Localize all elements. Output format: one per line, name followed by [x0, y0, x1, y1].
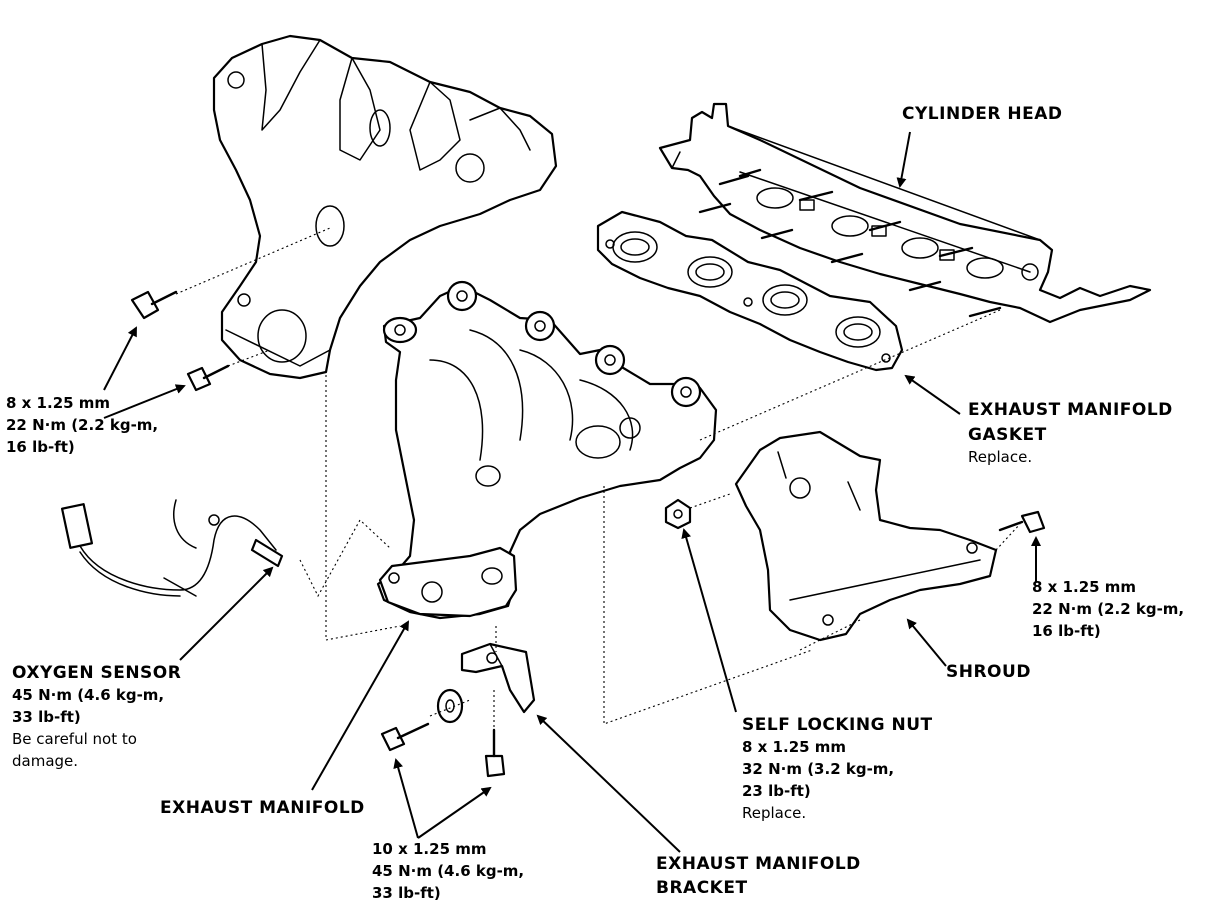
bracket-title-line-2: BRACKET	[656, 878, 748, 898]
shroud-label: SHROUD	[946, 662, 1031, 682]
self-locking-nut-torque-2: 23 lb-ft)	[742, 782, 811, 800]
oxygen-sensor-title: OXYGEN SENSOR	[12, 663, 182, 683]
self-locking-nut-torque-1: 32 N·m (3.2 kg-m,	[742, 760, 895, 778]
exhaust-manifold-gasket-part	[596, 210, 904, 372]
bracket-bolt-spec: 10 x 1.25 mm 45 N·m (4.6 kg-m, 33 lb-ft)	[372, 838, 524, 904]
gasket-note: Replace.	[968, 448, 1033, 466]
oxygen-sensor-note-1: Be careful not to	[12, 730, 137, 748]
oxygen-sensor-part	[60, 499, 284, 597]
upper-heat-shield-part	[212, 34, 558, 380]
bolt-left-torque-1: 22 N·m (2.2 kg-m,	[6, 416, 159, 434]
gasket-label: EXHAUST MANIFOLD GASKET Replace.	[968, 402, 1173, 468]
bolt-left-size: 8 x 1.25 mm	[6, 394, 111, 412]
self-locking-nut-title: SELF LOCKING NUT	[742, 715, 933, 735]
bolt-left-spec: 8 x 1.25 mm 22 N·m (2.2 kg-m, 16 lb-ft)	[6, 392, 158, 458]
shroud-part	[734, 430, 998, 642]
exhaust-manifold-bracket-part	[380, 642, 536, 778]
bolt-right-spec: 8 x 1.25 mm 22 N·m (2.2 kg-m, 16 lb-ft)	[1032, 576, 1184, 642]
bracket-bolt-torque-1: 45 N·m (4.6 kg-m,	[372, 862, 525, 880]
cylinder-head-label: CYLINDER HEAD	[902, 104, 1063, 124]
exhaust-manifold-label: EXHAUST MANIFOLD	[160, 798, 365, 818]
alignment-lines	[175, 227, 1021, 730]
oxygen-sensor-label: OXYGEN SENSOR 45 N·m (4.6 kg-m, 33 lb-ft…	[12, 662, 181, 772]
small-fasteners	[130, 290, 1046, 534]
self-locking-nut-label: SELF LOCKING NUT 8 x 1.25 mm 32 N·m (3.2…	[742, 714, 933, 824]
bolt-left-torque-2: 16 lb-ft)	[6, 438, 75, 456]
oxygen-sensor-torque-2: 33 lb-ft)	[12, 708, 81, 726]
oxygen-sensor-torque-1: 45 N·m (4.6 kg-m,	[12, 686, 165, 704]
gasket-title-line-1: EXHAUST MANIFOLD	[968, 400, 1173, 420]
cylinder-head-part	[658, 102, 1152, 324]
bracket-label: EXHAUST MANIFOLD BRACKET	[656, 852, 861, 900]
oxygen-sensor-note-2: damage.	[12, 752, 79, 770]
leader-arrows	[103, 131, 1041, 853]
bracket-bolt-size: 10 x 1.25 mm	[372, 840, 487, 858]
bolt-right-size: 8 x 1.25 mm	[1032, 578, 1137, 596]
gasket-title-line-2: GASKET	[968, 425, 1047, 445]
self-locking-nut-note: Replace.	[742, 804, 807, 822]
self-locking-nut-size: 8 x 1.25 mm	[742, 738, 847, 756]
exhaust-manifold-part	[376, 280, 718, 620]
bracket-title-line-1: EXHAUST MANIFOLD	[656, 854, 861, 874]
bracket-bolt-torque-2: 33 lb-ft)	[372, 884, 441, 902]
bolt-right-torque-2: 16 lb-ft)	[1032, 622, 1101, 640]
bolt-right-torque-1: 22 N·m (2.2 kg-m,	[1032, 600, 1185, 618]
